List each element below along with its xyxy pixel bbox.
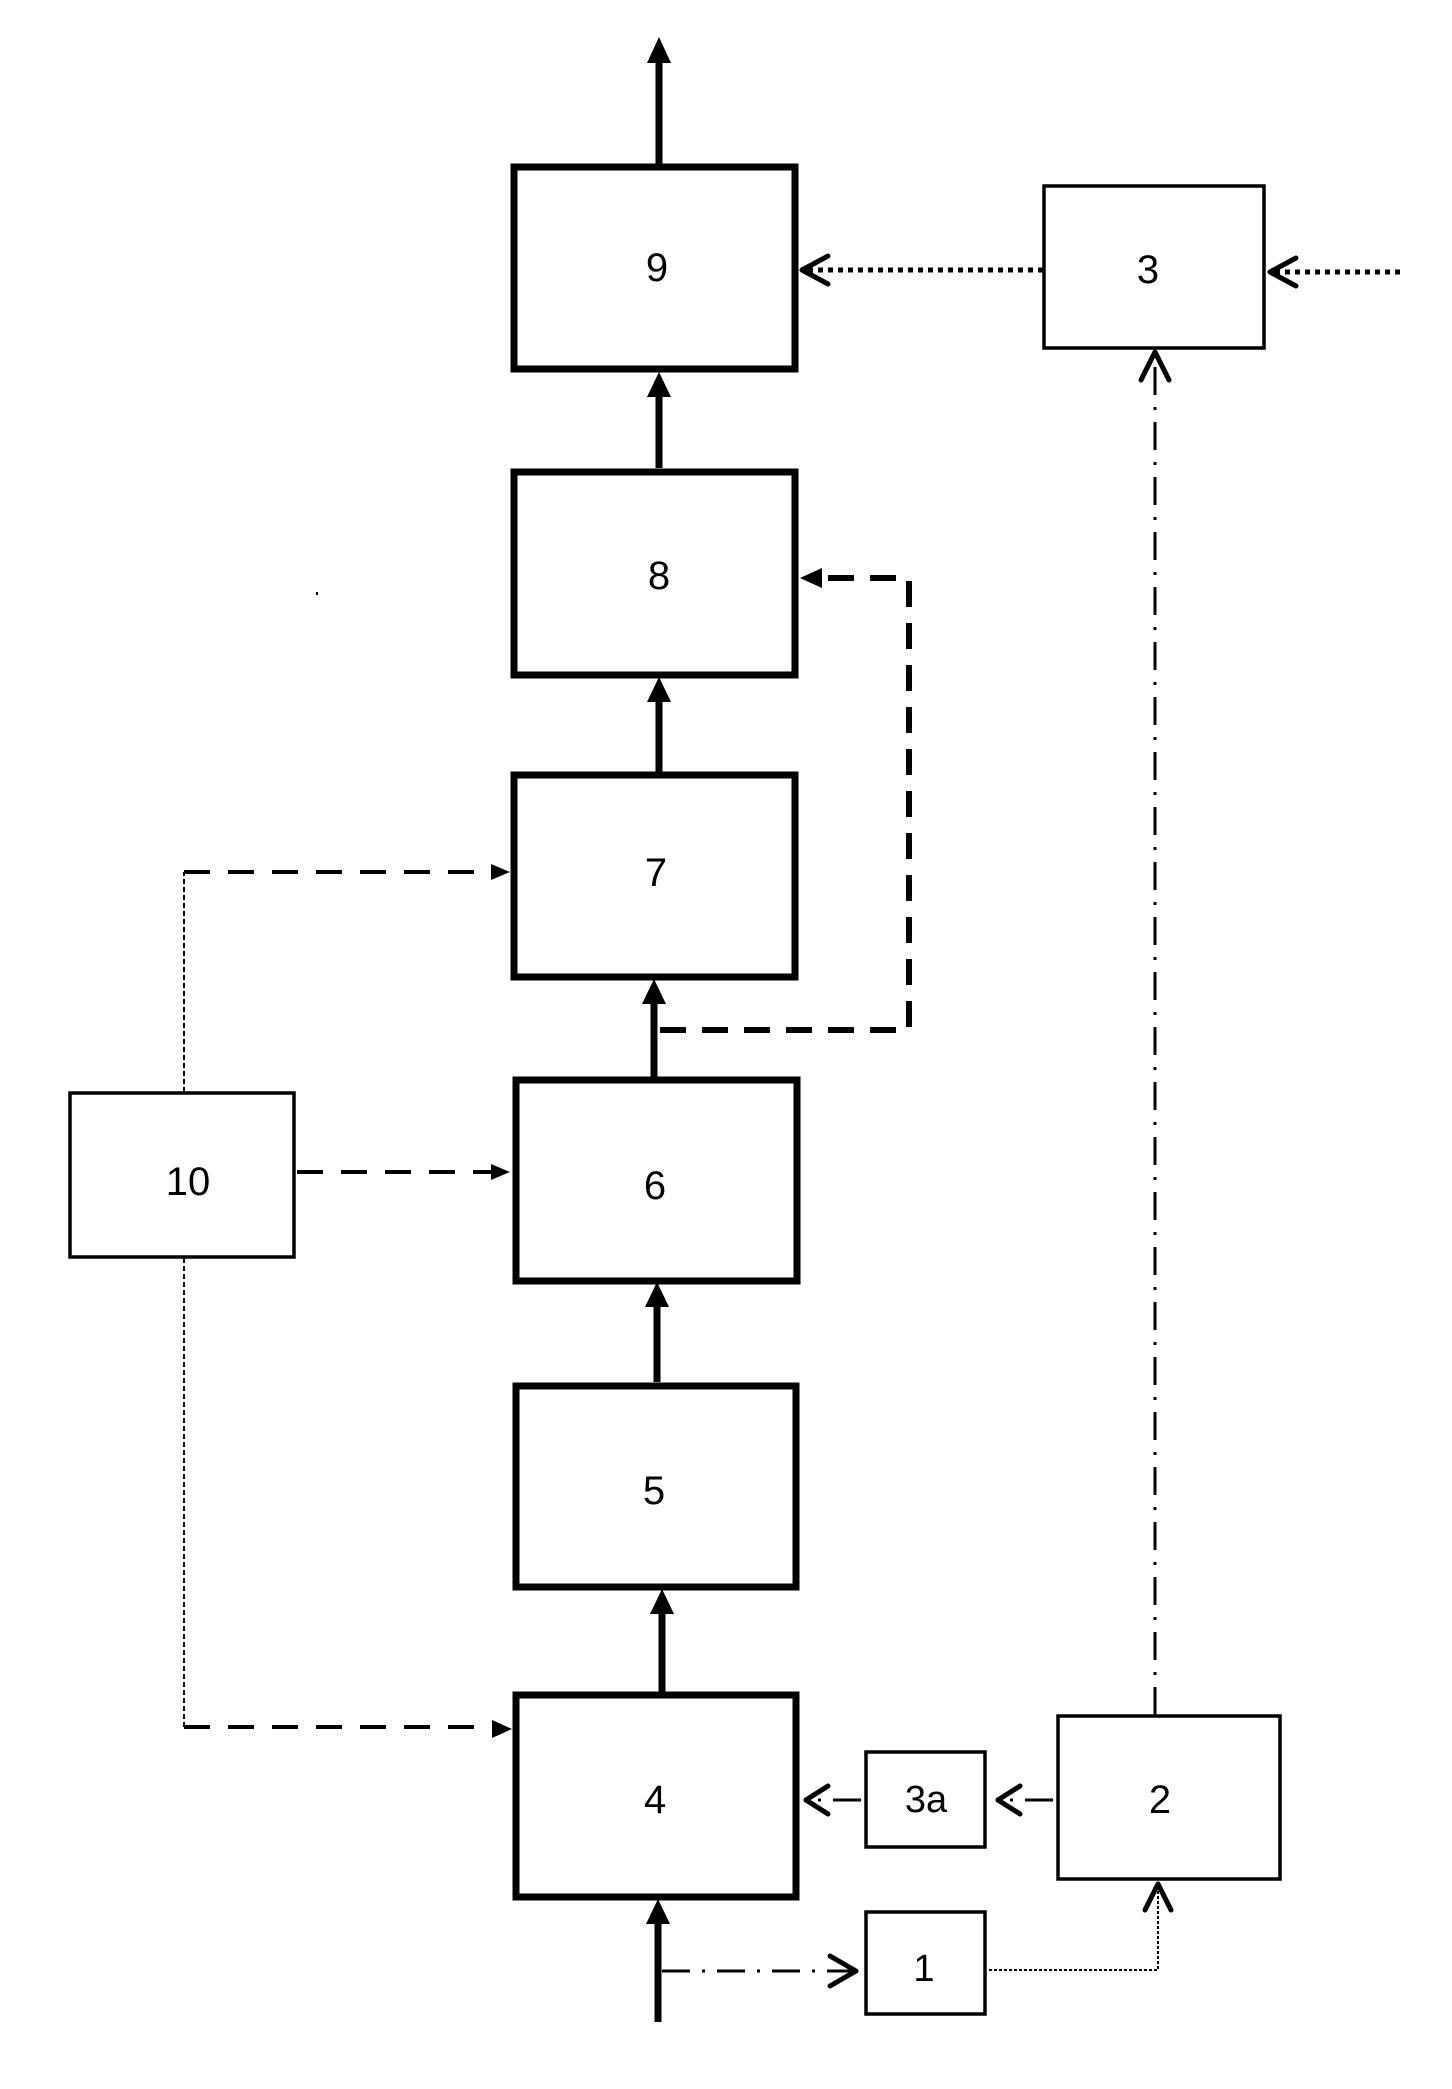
block-7: 7	[510, 771, 799, 981]
arrowhead-10-to-7	[491, 864, 510, 880]
block-2: 2	[1056, 1714, 1282, 1881]
arrowhead-to-8	[800, 568, 822, 588]
block-1-label: 1	[913, 1948, 934, 1990]
block-7-label: 7	[645, 851, 667, 895]
arrowhead-7-to-8	[647, 677, 671, 702]
block-6: 6	[512, 1076, 801, 1285]
input-arrowhead	[646, 1899, 670, 1924]
arrowhead-10-to-6	[491, 1164, 510, 1180]
arrowhead-1-to-2	[1142, 1881, 1174, 1913]
block-8-label: 8	[648, 554, 670, 598]
block-2-label: 2	[1149, 1778, 1171, 1822]
block-6-label: 6	[644, 1164, 666, 1208]
arrowhead-10-to-4	[492, 1720, 512, 1738]
block-3: 3	[1042, 184, 1266, 350]
block-4: 4	[512, 1691, 800, 1901]
block-5: 5	[512, 1382, 800, 1591]
block-3a-label: 3a	[905, 1779, 948, 1821]
6-7-to-8-line	[660, 575, 912, 1033]
speck	[316, 592, 318, 595]
block-8: 8	[510, 468, 799, 679]
arrowhead-6-to-7	[642, 979, 666, 1004]
output-arrowhead	[647, 37, 671, 63]
arrowhead-3a-to-4	[803, 1783, 831, 1817]
block-4-label: 4	[644, 1778, 666, 1822]
1-to-2-line	[989, 1888, 1159, 1971]
arrowhead-input-to-1	[827, 1953, 859, 1989]
block-5-label: 5	[643, 1469, 665, 1513]
arrowhead-2-to-3a	[995, 1783, 1023, 1817]
arrowhead-5-to-6	[645, 1282, 669, 1307]
block-9-label: 9	[646, 246, 668, 290]
arrowhead-2-to-3	[1138, 349, 1172, 383]
block-10-label: 10	[166, 1160, 211, 1204]
arrowhead-4-to-5	[650, 1589, 674, 1614]
arrowhead-8-to-9	[647, 372, 671, 397]
block-3-label: 3	[1137, 248, 1159, 292]
block-3a: 3a	[864, 1750, 987, 1849]
block-1: 1	[864, 1910, 987, 2016]
block-9: 9	[510, 163, 799, 373]
block-10: 10	[68, 1091, 296, 1259]
arrowhead-3-to-9	[799, 253, 831, 287]
arrowhead-external-to-3	[1267, 255, 1299, 289]
